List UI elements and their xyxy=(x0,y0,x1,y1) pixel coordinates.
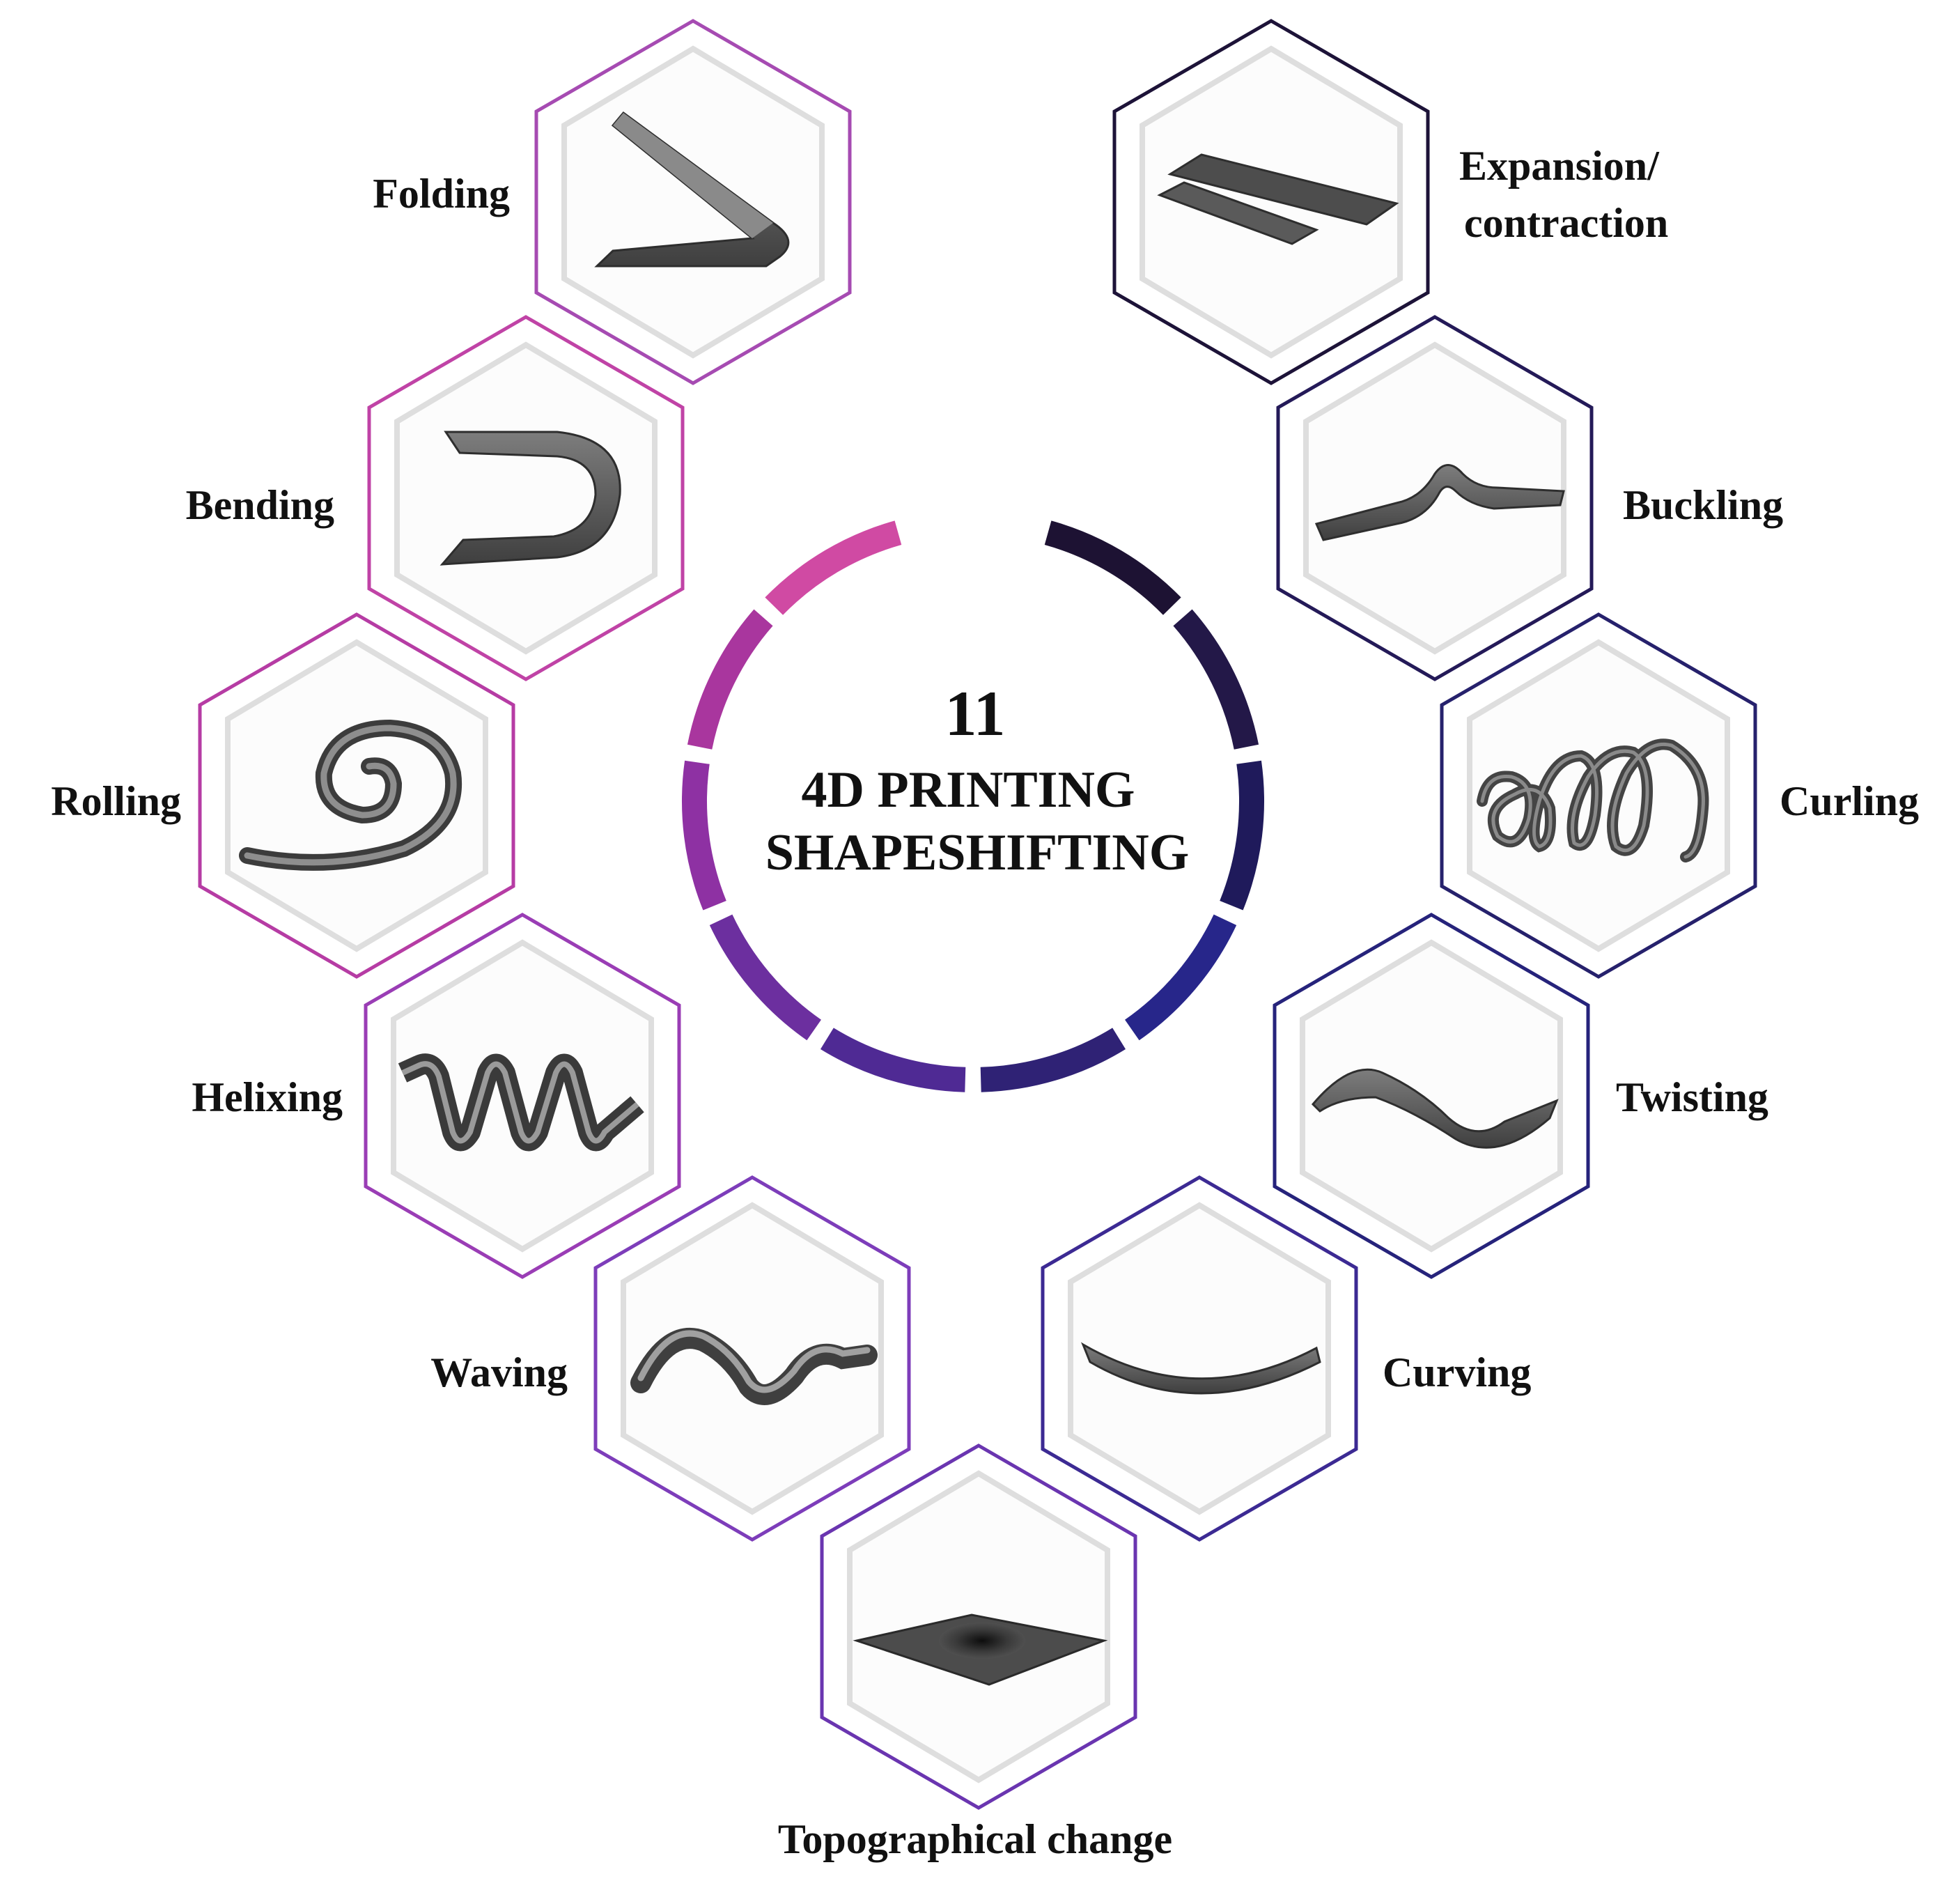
curved-strip-icon xyxy=(1081,1342,1321,1395)
hex-inner-curving xyxy=(1068,1202,1331,1515)
label-curving: Curving xyxy=(1383,1349,1531,1395)
hex-frame-waving xyxy=(593,1175,911,1542)
hex-inner-bending xyxy=(394,341,658,655)
ring-segment xyxy=(1220,760,1264,911)
item-bending: Bending xyxy=(186,315,685,681)
hex-frame-twisting xyxy=(1273,913,1590,1279)
center-line-2: SHAPESHIFTING xyxy=(765,824,1190,881)
item-curving: Curving xyxy=(1041,1175,1531,1542)
twisted-strip-icon xyxy=(1311,1068,1559,1149)
hex-inner-expansion xyxy=(1140,45,1403,359)
ring-segment xyxy=(820,1028,966,1092)
topographic-sheet-icon xyxy=(853,1613,1108,1686)
hex-inner-twisting xyxy=(1300,939,1563,1253)
hex-frame-bending xyxy=(367,315,685,681)
label-expansion-line-2: contraction xyxy=(1464,200,1668,246)
item-helixing: Helixing xyxy=(192,913,681,1279)
item-folding: Folding xyxy=(373,19,852,385)
buckled-strip-icon xyxy=(1314,464,1565,541)
label-topographical: Topographical change xyxy=(778,1816,1172,1862)
ring-segment xyxy=(765,520,902,615)
hex-frame-folding xyxy=(534,19,852,385)
hex-frame-curling xyxy=(1440,612,1757,979)
item-buckling: Buckling xyxy=(1276,315,1783,681)
rolling-spiral-icon xyxy=(239,719,462,871)
label-bending: Bending xyxy=(186,482,334,528)
item-waving: Waving xyxy=(430,1175,911,1542)
hex-frame-expansion xyxy=(1112,19,1430,385)
expansion-strips-icon xyxy=(1157,153,1399,245)
hex-frame-rolling xyxy=(198,612,515,979)
center-title: 11 4D PRINTING SHAPESHIFTING xyxy=(765,678,1190,881)
hex-frame-curving xyxy=(1041,1175,1358,1542)
ring-segment xyxy=(687,609,773,750)
label-buckling: Buckling xyxy=(1623,482,1783,528)
ring-segment xyxy=(980,1028,1126,1092)
label-folding: Folding xyxy=(373,171,510,217)
curl-coil-icon xyxy=(1477,738,1709,862)
label-waving: Waving xyxy=(430,1349,568,1395)
hex-inner-folding xyxy=(561,45,825,359)
item-topographical: Topographical change xyxy=(778,1443,1172,1862)
hex-inner-helixing xyxy=(391,939,654,1253)
wave-strip-icon xyxy=(630,1328,878,1405)
label-rolling: Rolling xyxy=(51,778,181,824)
item-expansion: Expansion/ contraction xyxy=(1112,19,1668,385)
helix-strip-icon xyxy=(398,1053,644,1152)
hex-frame-buckling xyxy=(1276,315,1594,681)
item-rolling: Rolling xyxy=(51,612,515,979)
label-helixing: Helixing xyxy=(192,1074,343,1120)
hex-frame-helixing xyxy=(364,913,681,1279)
ring-segment xyxy=(1124,914,1237,1041)
center-line-1: 4D PRINTING xyxy=(802,761,1135,819)
center-number: 11 xyxy=(945,678,1006,749)
folding-strip-icon xyxy=(594,111,790,268)
center-ring xyxy=(682,520,1264,1092)
label-curling: Curling xyxy=(1780,778,1919,824)
hex-inner-waving xyxy=(621,1202,884,1515)
item-twisting: Twisting xyxy=(1273,913,1768,1279)
hex-inner-rolling xyxy=(225,639,488,952)
label-expansion-line-1: Expansion/ xyxy=(1459,143,1660,189)
ring-segment xyxy=(709,914,822,1041)
ring-segment xyxy=(682,760,726,911)
label-twisting: Twisting xyxy=(1616,1074,1768,1120)
bending-strip-icon xyxy=(440,431,621,566)
hex-frame-topographical xyxy=(820,1443,1137,1810)
item-curling: Curling xyxy=(1440,612,1919,979)
ring-segment xyxy=(1173,609,1259,750)
ring-segment xyxy=(1044,520,1181,615)
